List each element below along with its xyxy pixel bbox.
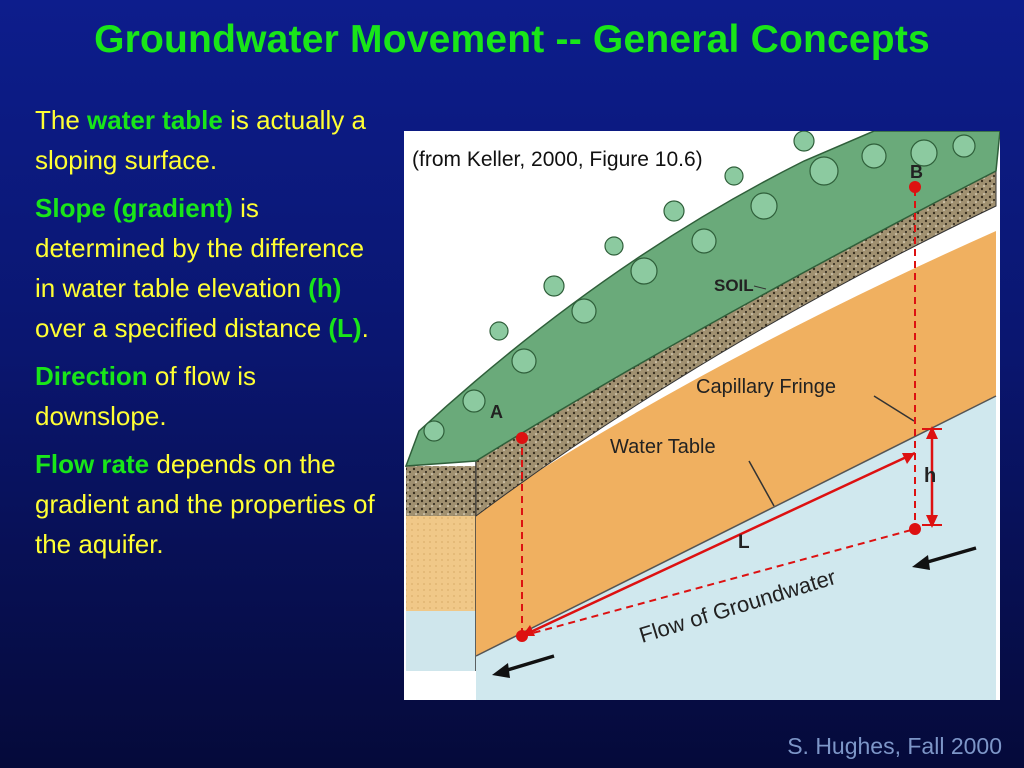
marker-a-top: [516, 432, 528, 444]
label-water-table: Water Table: [610, 436, 716, 458]
bullet-flow-rate: Flow rate depends on the gradient and th…: [35, 444, 390, 564]
bullet-text: is determined by the difference in water…: [35, 193, 365, 303]
bullet-text: of flow is downslope.: [35, 361, 257, 431]
vegetation: [404, 131, 1000, 467]
bullet-list: The water table is actually a sloping su…: [35, 100, 390, 572]
figure-caption: (from Keller, 2000, Figure 10.6): [412, 148, 703, 171]
bullet-text: is actually a sloping surface.: [35, 105, 366, 175]
label-point-b: B: [910, 162, 923, 182]
bullet-text: over a specified distance: [35, 313, 329, 343]
bullet-water-table: The water table is actually a sloping su…: [35, 100, 390, 180]
marker-b-top: [909, 181, 921, 193]
front-face-gravel: [406, 466, 476, 516]
bullet-text: .: [361, 313, 369, 343]
bullet-slope: Slope (gradient) is determined by the di…: [35, 188, 390, 348]
bullet-keyword: Flow rate: [35, 449, 150, 479]
bullet-text: depends on the gradient and the properti…: [35, 449, 375, 559]
label-l: L: [738, 532, 750, 553]
unsaturated-zone: [476, 231, 996, 656]
label-h: h: [924, 465, 936, 487]
groundwater-diagram: B A SOIL Capillary Fringe Water Table h …: [404, 131, 1000, 700]
label-point-a: A: [490, 402, 503, 422]
groundwater-figure: B A SOIL Capillary Fringe Water Table h …: [404, 131, 1000, 700]
bullet-keyword: water table: [87, 105, 223, 135]
l-arrow: [521, 451, 916, 638]
saturated-zone: [476, 396, 996, 700]
bullet-keyword: (h): [308, 273, 342, 303]
label-soil: SOIL: [714, 276, 754, 295]
bullet-keyword: Slope (gradient): [35, 193, 233, 223]
slide-title: Groundwater Movement -- General Concepts: [94, 18, 930, 61]
bullet-keyword: Direction: [35, 361, 148, 391]
marker-b-bottom: [909, 523, 921, 535]
front-face-water: [406, 611, 476, 671]
marker-a-bottom: [516, 630, 528, 642]
label-capillary-fringe: Capillary Fringe: [696, 376, 836, 398]
bullet-direction: Direction of flow is downslope.: [35, 356, 390, 436]
bullet-text: The: [35, 105, 88, 135]
bullet-keyword: (L): [328, 313, 362, 343]
footer-credit: S. Hughes, Fall 2000: [787, 733, 1002, 759]
